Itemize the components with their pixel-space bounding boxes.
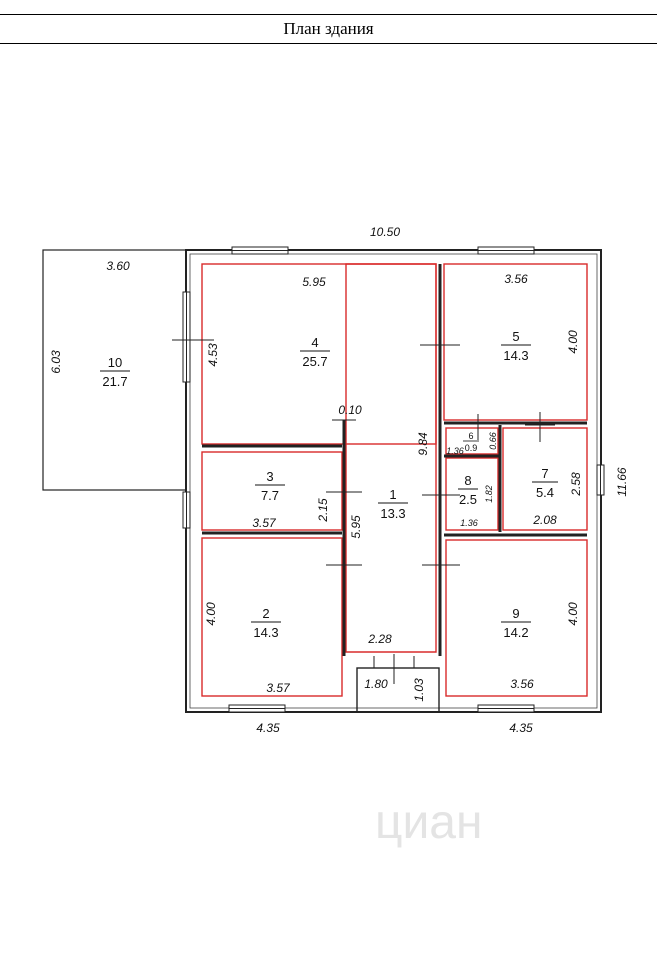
dim-room2-width: 3.57: [266, 681, 291, 695]
window-right: [596, 464, 605, 496]
room-1-label: 1 13.3: [378, 487, 408, 521]
title-bar: План здания: [0, 14, 657, 44]
room-5-border: [443, 263, 588, 421]
building-inner-outline: [189, 253, 598, 709]
door-10-4: [172, 320, 214, 360]
dim-wall-thickness: 0.10: [338, 403, 362, 417]
room-5-area: 14.3: [503, 348, 528, 363]
dim-room8-depth: 1.82: [484, 485, 494, 503]
dim-room8-width: 1.36: [460, 518, 478, 528]
window-left-lower: [182, 491, 191, 529]
door-1-5: [420, 330, 460, 360]
dim-terrace-depth: 6.03: [49, 350, 63, 374]
room-7-area: 5.4: [536, 485, 554, 500]
room-1-number: 1: [389, 487, 396, 502]
dim-room6-width: 1.36: [446, 446, 464, 456]
room-10-label: 10 21.7: [100, 355, 130, 389]
watermark-text: циан: [375, 796, 483, 849]
dim-room4-width: 5.95: [302, 275, 326, 289]
room-4-area: 25.7: [302, 354, 327, 369]
dim-porch-depth: 1.03: [412, 678, 426, 702]
room-7-border: [502, 427, 588, 531]
room-7-number: 7: [541, 466, 548, 481]
dim-room5-depth: 4.00: [566, 330, 580, 354]
room-10-number: 10: [108, 355, 122, 370]
window-top-right: [477, 246, 535, 255]
dim-room9-depth: 4.00: [566, 602, 580, 626]
room-8-area: 2.5: [459, 492, 477, 507]
door-7: [525, 412, 555, 442]
door-entry-frame: [373, 656, 415, 668]
room-7-label: 7 5.4: [532, 466, 558, 500]
doors: [172, 320, 555, 684]
room-6-number: 6: [468, 431, 473, 441]
room-3-area: 7.7: [261, 488, 279, 503]
room-6-area: 0.9: [465, 443, 478, 453]
window-bottom-left: [228, 704, 286, 713]
door-entry: [370, 654, 420, 684]
room-9-border: [445, 539, 588, 697]
dim-room3-depth: 2.15: [316, 498, 330, 523]
room-5-number: 5: [512, 329, 519, 344]
dim-room2-depth: 4.00: [204, 602, 218, 626]
room-labels: 10 21.7 4 25.7 5 14.3 3 7.7 1 13.3 6 0.9: [100, 329, 558, 640]
dim-room9-width: 3.56: [510, 677, 534, 691]
building-outline: [185, 249, 602, 713]
room-6-border: [445, 427, 499, 455]
dim-room7-depth: 2.58: [569, 472, 583, 497]
room-1-area: 13.3: [380, 506, 405, 521]
dim-room3-width: 3.57: [252, 516, 277, 530]
dim-bottom-right: 4.35: [509, 721, 533, 735]
room-5-label: 5 14.3: [501, 329, 531, 363]
room-1-border: [345, 263, 437, 653]
room-3-label: 3 7.7: [255, 469, 285, 503]
room-4-number: 4: [311, 335, 318, 350]
dim-room4-depth: 4.53: [206, 343, 220, 367]
room-8-border: [445, 457, 499, 531]
room-borders: [201, 263, 588, 697]
dim-room6-depth: 0.66: [488, 432, 498, 450]
room-9-label: 9 14.2: [501, 606, 531, 640]
room-6-label: 6 0.9: [463, 431, 479, 453]
window-bottom-right: [477, 704, 535, 713]
room-8-label: 8 2.5: [458, 473, 478, 507]
dim-overall-depth: 11.66: [615, 467, 629, 496]
room-3-border: [201, 451, 343, 531]
room-4-label: 4 25.7: [300, 335, 330, 369]
dim-hall-depth: 9.84: [416, 432, 430, 456]
room-9-number: 9: [512, 606, 519, 621]
interior-walls: [202, 264, 587, 656]
dim-entry-width: 2.28: [367, 632, 392, 646]
room-9-area: 14.2: [503, 625, 528, 640]
room-3-number: 3: [266, 469, 273, 484]
dim-terrace-width: 3.60: [106, 259, 130, 273]
room-2-label: 2 14.3: [251, 606, 281, 640]
room-8-number: 8: [464, 473, 471, 488]
windows: [182, 246, 605, 713]
page-title: План здания: [283, 19, 374, 38]
dim-room7-width: 2.08: [532, 513, 557, 527]
room-2-area: 14.3: [253, 625, 278, 640]
window-top-left: [231, 246, 289, 255]
dim-bottom-left: 4.35: [256, 721, 280, 735]
terrace-outline: [42, 249, 187, 491]
room-2-number: 2: [262, 606, 269, 621]
room-2-border: [201, 537, 343, 697]
dim-overall-width: 10.50: [370, 225, 400, 239]
dim-porch-width: 1.80: [364, 677, 388, 691]
dimension-labels: 10.50 3.60 6.03 5.95 4.53 3.56 4.00 0.10…: [49, 225, 629, 735]
window-left-upper: [182, 291, 191, 383]
room-10-area: 21.7: [102, 374, 127, 389]
dim-room5-width: 3.56: [504, 272, 528, 286]
dim-hall-left: 5.95: [349, 515, 363, 539]
